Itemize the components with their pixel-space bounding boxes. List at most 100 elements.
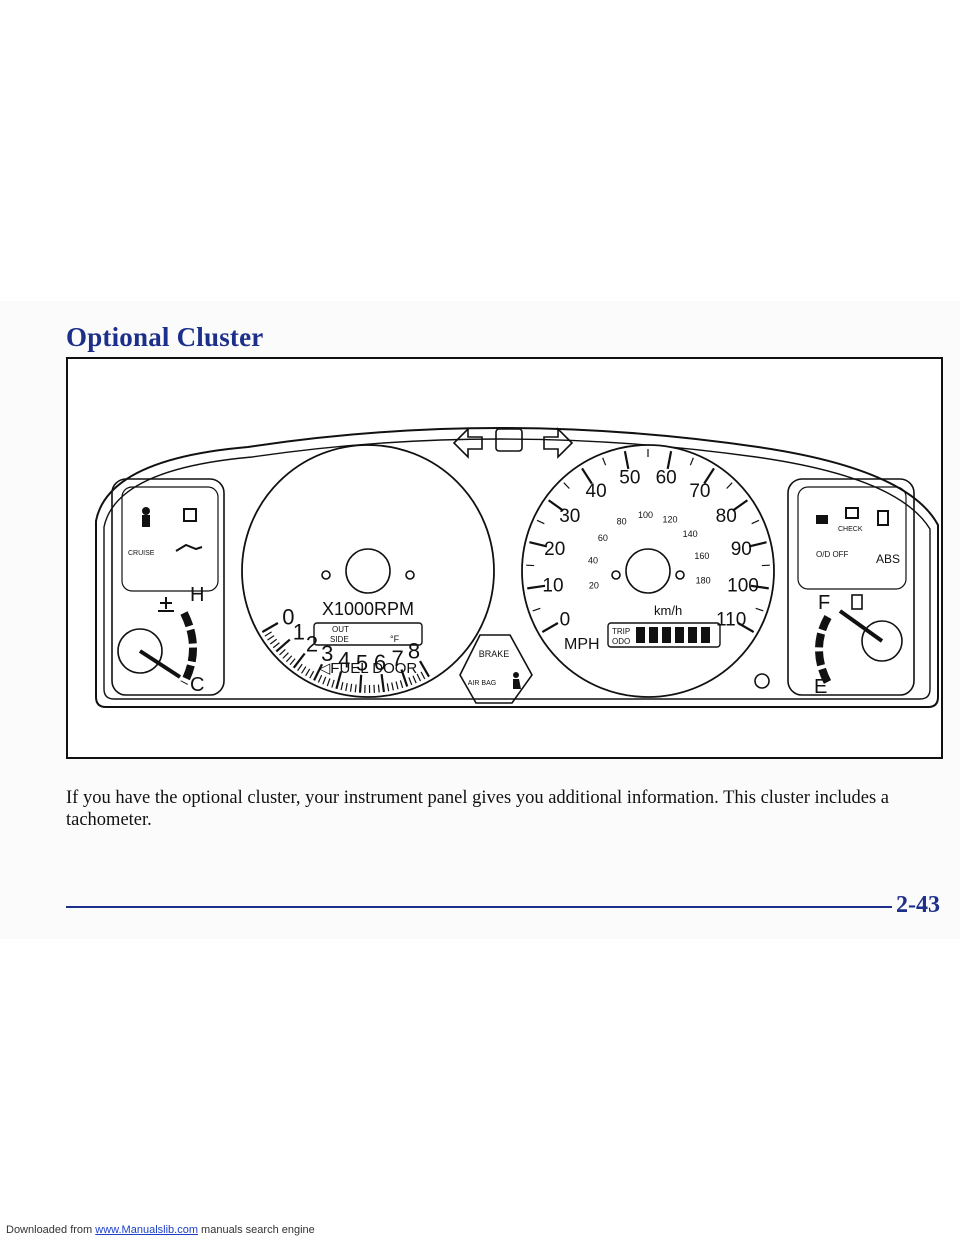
- tachometer-tick: [416, 673, 422, 682]
- tachometer-tick: [391, 682, 394, 691]
- odo-label: ODO: [612, 637, 630, 646]
- speedometer-mph-numeral: 50: [619, 467, 640, 488]
- trip-reset-knob[interactable]: [754, 673, 770, 689]
- speedo-screw-left: [611, 570, 621, 580]
- outside-temp-display: [313, 622, 423, 646]
- tachometer-tick: [289, 658, 296, 666]
- outside-temp-label-out: OUT: [332, 625, 349, 634]
- tachometer-tick: [261, 622, 279, 633]
- tachometer-tick: [313, 663, 323, 681]
- page-number: 2-43: [896, 892, 940, 918]
- speedometer-mph-tick: [563, 482, 570, 489]
- tachometer-unit-label: X1000RPM: [322, 599, 414, 619]
- tachometer-tick: [275, 638, 291, 653]
- tachometer-ticks: [261, 622, 430, 693]
- fuel-full-label: F: [818, 592, 830, 614]
- tachometer-tick: [395, 681, 399, 690]
- speedometer-hub: [625, 548, 671, 594]
- tachometer-tick: [419, 660, 430, 678]
- tach-screw-left: [321, 570, 331, 580]
- tachometer-tick: [377, 684, 380, 693]
- speedometer-kmh-numeral: 120: [662, 514, 677, 524]
- section-title: Optional Cluster: [66, 322, 264, 352]
- speedometer-mph-numeral: 10: [542, 575, 563, 596]
- manualslib-link[interactable]: www.Manualslib.com: [95, 1224, 198, 1236]
- speedometer-mph-tick: [732, 499, 749, 512]
- odometer-display: [607, 622, 721, 648]
- seatbelt-warning-icon: [142, 507, 150, 527]
- tachometer-tick: [340, 682, 344, 691]
- tachometer-tick: [412, 675, 417, 684]
- speedometer-mph-numeral: 80: [716, 506, 737, 527]
- speedometer-mph-tick: [541, 622, 559, 633]
- tachometer-tick: [297, 663, 303, 671]
- oil-pressure-icon: [175, 543, 203, 552]
- speedometer-mph-tick: [755, 607, 764, 612]
- odometer-digit: [662, 627, 671, 643]
- tachometer-numeral: 1: [293, 619, 305, 644]
- speedometer-mph-numeral: 110: [716, 610, 746, 631]
- footer-rule: [66, 906, 892, 908]
- speedometer-mph-numeral: 30: [559, 506, 580, 527]
- tachometer-tick: [331, 679, 335, 688]
- fuel-cap-icon: [877, 510, 889, 526]
- center-warning-housing: [459, 634, 533, 704]
- temp-hot-label: H: [190, 584, 204, 606]
- check-engine-label: CHECK: [838, 526, 863, 533]
- tachometer-tick: [322, 676, 327, 685]
- tachometer-tick: [408, 677, 413, 686]
- tachometer-tick: [335, 671, 343, 690]
- odometer-digit: [701, 627, 710, 643]
- tachometer-tick: [317, 674, 323, 683]
- banner-prefix: Downloaded from: [6, 1224, 93, 1236]
- odometer-digit: [636, 627, 645, 643]
- high-beam-icon: [495, 428, 523, 452]
- speedometer-kmh-numeral: 40: [588, 556, 598, 566]
- abs-indicator: ABS: [876, 552, 900, 566]
- tachometer-numeral: 6: [374, 650, 386, 675]
- tachometer-tick: [345, 682, 348, 692]
- speedometer-mph-tick: [751, 519, 760, 525]
- fuel-needle: [838, 609, 884, 643]
- check-engine-icon: [845, 507, 859, 519]
- tachometer-numeral: 3: [321, 641, 333, 666]
- battery-warning-icon: [816, 515, 828, 524]
- speedometer-mph-tick: [536, 519, 545, 525]
- speedometer-mph-tick: [703, 467, 715, 485]
- speedometer-ticks: [526, 449, 770, 633]
- speedometer-mph-tick: [666, 450, 673, 470]
- fuel-pump-icon: [851, 594, 863, 610]
- download-banner: Downloaded from www.Manualslib.com manua…: [6, 1224, 315, 1236]
- tachometer-tick: [354, 684, 357, 693]
- trip-label: TRIP: [612, 627, 630, 636]
- speedometer-mph-numeral: 100: [727, 575, 759, 596]
- tachometer-tick: [285, 655, 293, 663]
- speedometer-kmh-numeral: 60: [598, 533, 608, 543]
- cluster-housing-outer: [95, 427, 939, 708]
- tachometer-numeral: 7: [391, 646, 403, 671]
- odometer-digit: [688, 627, 697, 643]
- speedometer-mph-tick: [748, 541, 767, 548]
- speedometer-mph-numeral: 70: [689, 481, 710, 502]
- speedometer-kmh-numeral: 160: [694, 551, 709, 561]
- speedometer-mph-tick: [547, 499, 564, 512]
- speedometer-mph-tick: [532, 607, 541, 612]
- speedometer-mph-tick: [527, 584, 546, 590]
- speedometer-kmh-numeral: 20: [589, 580, 599, 590]
- mph-label: MPH: [564, 636, 600, 653]
- speedometer-mph-tick: [602, 457, 607, 466]
- airbag-passenger-icon: [513, 672, 521, 689]
- outside-temp-label-side: SIDE: [330, 635, 349, 644]
- speedometer-mph-numeral: 20: [544, 539, 565, 560]
- right-warning-window: [797, 486, 907, 590]
- speedometer-mph-numeral: 40: [586, 481, 607, 502]
- tachometer-tick: [272, 642, 280, 649]
- left-turn-signal-icon: [452, 427, 483, 459]
- coolant-temp-icon: [158, 597, 174, 612]
- airbag-warning-label: AIR BAG: [468, 680, 496, 687]
- left-gauge-panel: [111, 478, 225, 696]
- tachometer-tick: [305, 668, 311, 677]
